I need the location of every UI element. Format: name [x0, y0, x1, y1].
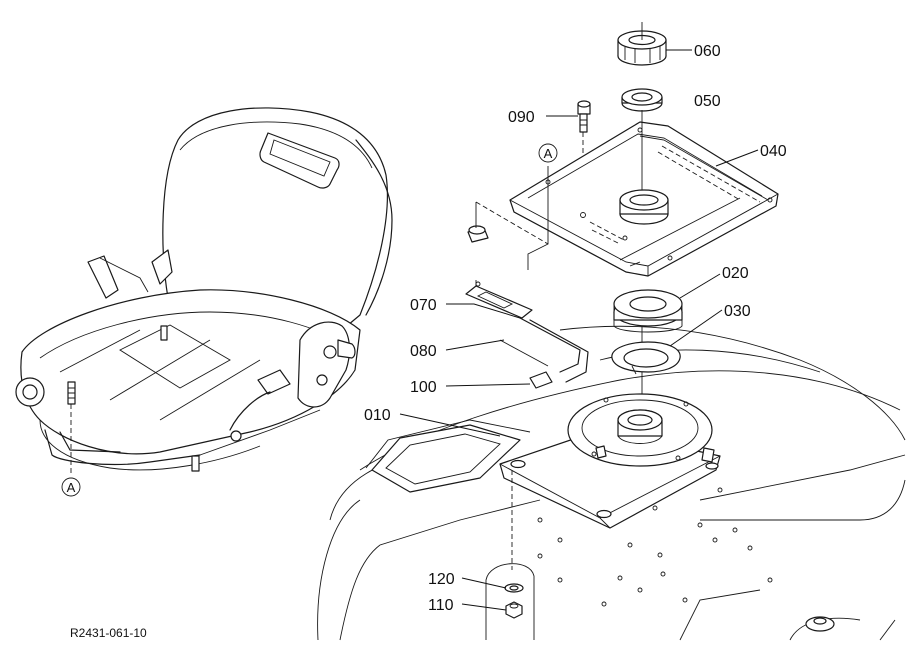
label-120: 120	[428, 571, 455, 588]
part-labels: 060 050 090 040 020 030 070 080 100 010 …	[364, 43, 787, 614]
callout-a-right: A	[544, 146, 553, 161]
leader-lines	[399, 49, 759, 611]
label-080: 080	[410, 343, 437, 360]
label-100: 100	[410, 379, 437, 396]
machine-body	[317, 325, 906, 641]
callout-a-circle-left	[61, 477, 81, 497]
reference-code: R2431-061-10	[70, 626, 147, 640]
swivel-assembly: A	[465, 22, 779, 640]
label-040: 040	[760, 143, 787, 160]
label-060: 060	[694, 43, 721, 60]
seat-illustration: A	[15, 107, 393, 497]
label-010: 010	[364, 407, 391, 424]
label-110: 110	[428, 597, 454, 614]
label-050: 050	[694, 93, 721, 110]
callout-a-circle-right	[538, 143, 558, 163]
label-070: 070	[410, 297, 437, 314]
label-030: 030	[724, 303, 751, 320]
label-020: 020	[722, 265, 749, 282]
callout-a-left: A	[67, 480, 76, 495]
label-090: 090	[508, 109, 535, 126]
